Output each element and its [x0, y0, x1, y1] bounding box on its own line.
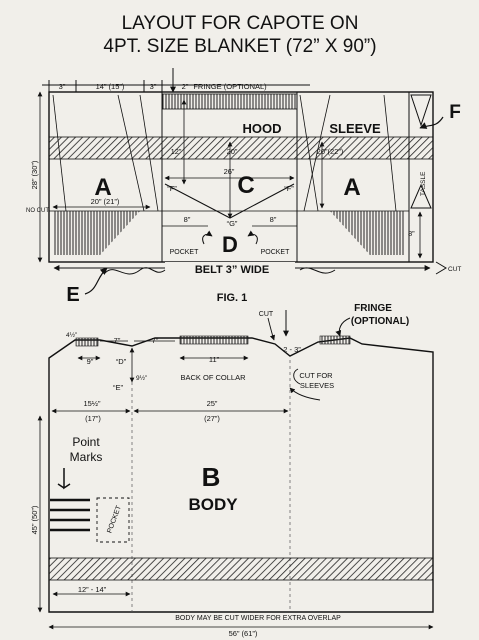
fig2-body-layout: CUT FRINGE (OPTIONAL) 4½” 7” 7” 9” “D” 1…: [30, 303, 434, 638]
tassle-shape-bottom: [410, 183, 432, 209]
fig1-blanket-layout: 3” 14” (15”) 3” 2” FRINGE (OPTIONAL) HOO…: [26, 68, 461, 306]
title-line2: 4PT. SIZE BLANKET (72” X 90”): [103, 36, 376, 57]
body-note: BODY MAY BE CUT WIDER FOR EXTRA OVERLAP: [175, 615, 341, 622]
pocket-right-label: POCKET: [261, 249, 291, 256]
pocket-label: POCKET: [106, 504, 123, 534]
tassle-label: TASSLE: [420, 171, 427, 196]
dim-17: (17”): [85, 414, 101, 423]
fringe-block-right: [319, 335, 351, 345]
pocket-left-label: POCKET: [170, 249, 200, 256]
arrow-e: [84, 267, 108, 295]
no-cut-label: NO CUT: [26, 208, 49, 214]
hatched-band-top: [48, 136, 434, 160]
label-e: E: [66, 284, 79, 306]
label-f: F: [449, 102, 461, 123]
label-d: D: [222, 232, 238, 257]
body-label: BODY: [188, 495, 238, 514]
back-of-collar-label: BACK OF COLLAR: [180, 373, 246, 382]
fringe-block-collar: [179, 335, 249, 345]
pocket-outline: [96, 497, 130, 543]
fig1-label: FIG. 1: [217, 292, 248, 304]
dim-15-half: 15½”: [83, 399, 101, 408]
dim-9-half: 9½”: [136, 374, 147, 382]
point-label: Point: [72, 435, 100, 449]
dim-2-3: 2 - 3”: [283, 345, 301, 354]
hood-c-triangle: [164, 183, 295, 219]
body-outline: [48, 337, 434, 613]
sleeve-label: SLEEVE: [329, 121, 381, 136]
dim-56-61: 56” (61”): [229, 629, 258, 638]
dim-9: 9”: [87, 357, 94, 366]
belt-label: BELT 3” WIDE: [195, 264, 269, 276]
dim-12-14: 12” - 14”: [78, 585, 107, 594]
dim-2: 2”: [182, 82, 189, 91]
dim-4-half: 4½”: [66, 331, 77, 339]
dim-25: 25”: [207, 399, 218, 408]
fringe-optional-label: FRINGE (OPTIONAL): [193, 82, 267, 91]
quote-g: “G”: [227, 219, 238, 228]
quote-e: “E”: [113, 383, 124, 392]
arrow-f: [419, 116, 444, 129]
hood-label-bg: [215, 120, 295, 136]
dim-26: 26”: [224, 167, 235, 176]
dim-7-left: 7”: [114, 336, 121, 345]
dim-8-side: 8”: [408, 229, 415, 238]
dim-20-hood: 20”: [227, 147, 238, 156]
marks-label: Marks: [70, 450, 103, 464]
optional-label: (OPTIONAL): [351, 316, 409, 327]
hatched-band-bottom: [48, 557, 434, 581]
belt-label-bg: [165, 262, 295, 276]
label-a-right: A: [343, 174, 360, 201]
fringe-area-right: [330, 211, 404, 255]
dim-11: 11”: [209, 355, 220, 364]
dim-3-right: 3”: [150, 82, 157, 91]
dim-20-22: 20”(22”): [317, 147, 344, 156]
label-c: C: [237, 172, 254, 199]
dim-3-left: 3”: [59, 82, 66, 91]
fringe-block-left: [75, 337, 99, 347]
fringe-label: FRINGE: [354, 303, 392, 314]
dim-12: 12”: [171, 147, 182, 156]
cut-label: CUT: [259, 311, 274, 318]
tassle-shape-top: [410, 94, 432, 127]
cut-belt-label: CUT: [448, 266, 461, 273]
sleeves-label: SLEEVES: [300, 381, 334, 390]
dim-7-mid: 7”: [152, 336, 159, 345]
dim-8-left: 8”: [184, 215, 191, 224]
dim-27: (27”): [204, 414, 220, 423]
dim-45-50: 45” (50”): [30, 505, 39, 534]
dim-28-30: 28” (30”): [30, 160, 39, 189]
hood-label: HOOD: [243, 121, 282, 136]
label-a-left: A: [94, 174, 111, 201]
dim-8-right: 8”: [270, 215, 277, 224]
fringe-area-left: [53, 211, 140, 255]
quote-d: “D”: [116, 357, 127, 366]
title-line1: LAYOUT FOR CAPOTE ON: [122, 13, 359, 34]
cut-for-label: CUT FOR: [299, 371, 333, 380]
label-b: B: [202, 462, 221, 492]
quote-f-right: “F”: [284, 184, 294, 193]
dim-14: 14” (15”): [96, 82, 125, 91]
dim-20-21: 20” (21”): [91, 197, 120, 206]
fringe-band: [161, 93, 298, 110]
quote-f-left: “F”: [167, 184, 177, 193]
